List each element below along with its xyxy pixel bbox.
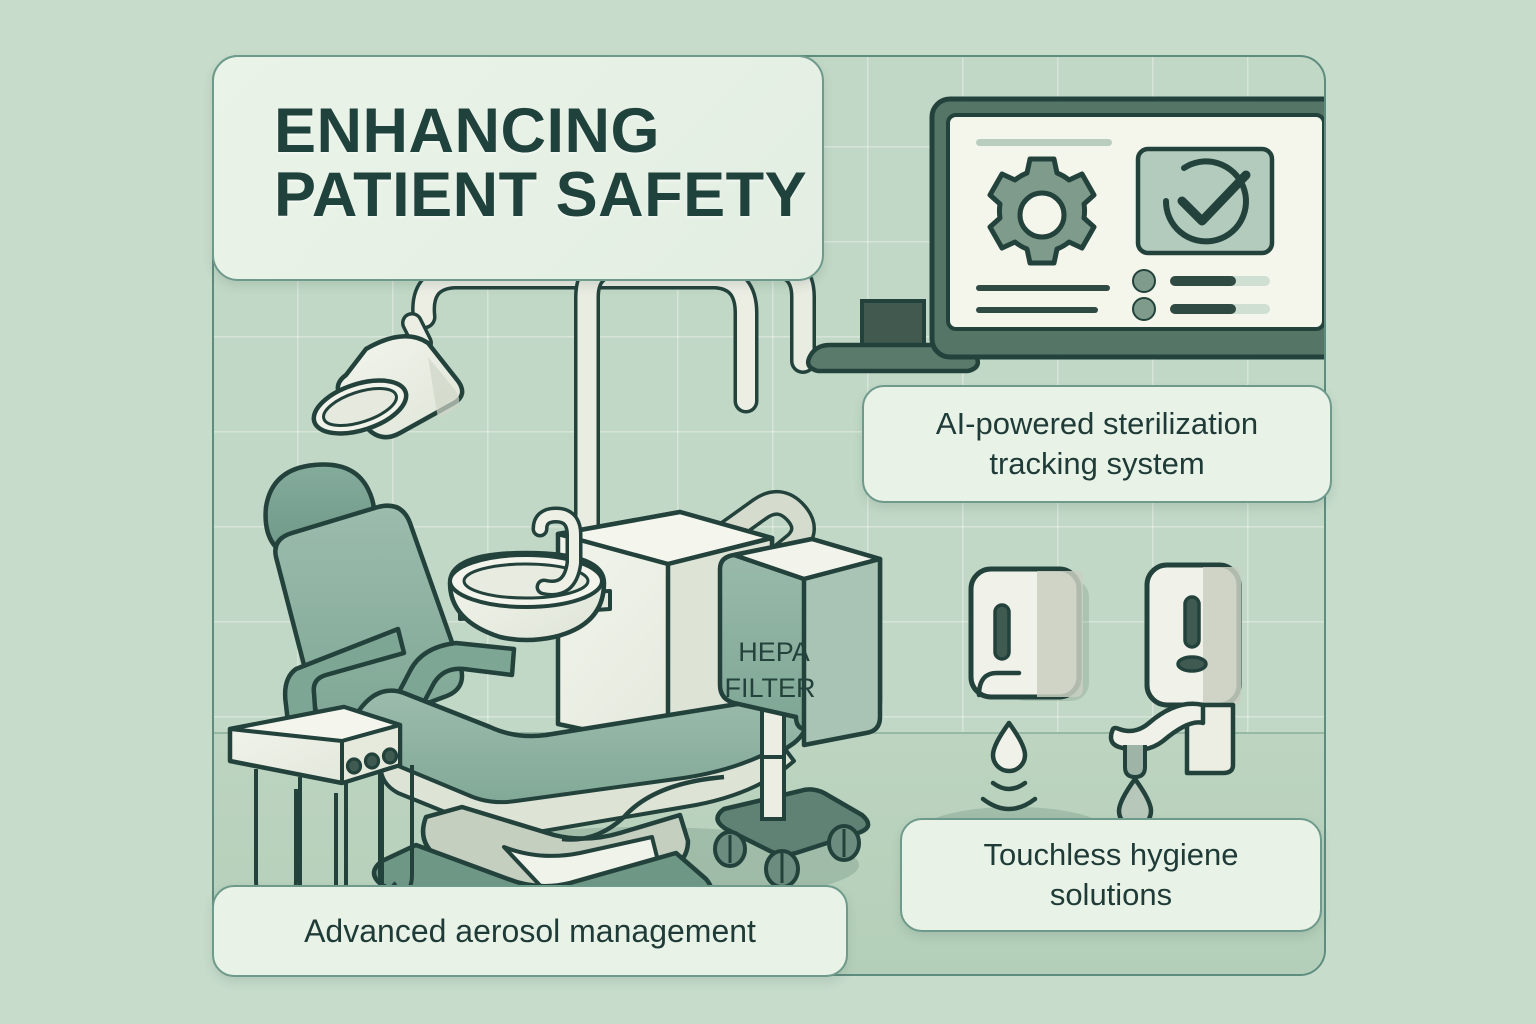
spittoon <box>447 506 612 643</box>
sensor-waves-icon <box>980 780 1038 812</box>
page-title: Enhancing Patient Safety <box>214 57 807 228</box>
caption-hygiene-text: Touchless hygiene solutions <box>983 837 1239 912</box>
monitor-artwork <box>929 96 1324 360</box>
dental-chair <box>263 462 808 954</box>
caption-aerosol-text: Advanced aerosol management <box>304 912 756 949</box>
poster-title-card: Enhancing Patient Safety <box>212 55 824 281</box>
title-line-2: Patient Safety <box>274 160 808 231</box>
progress-rows <box>1132 269 1270 321</box>
title-line-1: Enhancing <box>274 96 661 166</box>
caption-sterilization-text: AI-powered sterilization tracking system <box>935 406 1259 481</box>
caption-sterilization: AI-powered sterilization tracking system <box>862 385 1332 503</box>
caption-hygiene: Touchless hygiene solutions <box>900 818 1322 932</box>
hepa-filter-cart: HEPA FILTER <box>561 536 883 889</box>
tray-control-buttons <box>345 747 399 775</box>
caption-aerosol: Advanced aerosol management <box>212 885 848 977</box>
soap-dispenser <box>968 566 1083 812</box>
hepa-label-line1: HEPA <box>738 637 810 667</box>
overhead-light <box>311 264 759 440</box>
hepa-label-line2: FILTER <box>724 673 815 703</box>
touchless-dispensers-artwork <box>968 562 1242 830</box>
check-circle-icon <box>1135 146 1275 256</box>
cart-casters <box>713 824 861 889</box>
touchless-faucet <box>1108 562 1242 830</box>
gear-icon <box>987 156 1097 266</box>
